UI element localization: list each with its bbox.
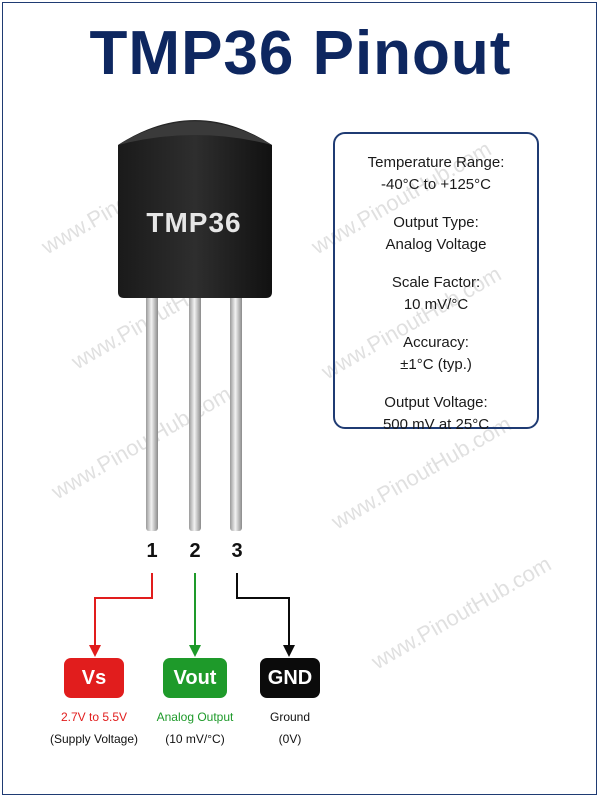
pin-3-badge: GND [260,658,320,698]
pin-3-desc: Ground [269,710,311,724]
pin-2-arrow [189,645,201,657]
spec-value: -40°C to +125°C [381,176,491,193]
pin-3-arrow [283,645,295,657]
chip-label: TMP36 [146,207,242,238]
pin-1-arrow [89,645,101,657]
spec-label: Accuracy: [403,334,469,351]
spec-value: Analog Voltage [385,236,487,253]
pin-2-badge: Vout [163,658,227,698]
pin-1-number: 1 [146,540,158,562]
pin-3-note: (0V) [278,732,302,746]
chip-top [118,121,272,145]
pin-3-number: 3 [231,540,243,562]
pin-1-note: (Supply Voltage) [49,732,139,746]
spec-temperature-range: Temperature Range: -40°C to +125°C [341,152,531,196]
spec-label: Temperature Range: [367,154,505,171]
spec-accuracy: Accuracy: ±1°C (typ.) [341,332,531,376]
pin-2-lead [189,295,201,531]
spec-output-voltage: Output Voltage: 500 mV at 25°C [341,392,531,436]
spec-output-type: Output Type: Analog Voltage [341,212,531,256]
spec-label: Output Voltage: [384,394,488,411]
pin-2-desc: Analog Output [156,710,234,724]
spec-box: Temperature Range: -40°C to +125°C Outpu… [333,132,539,433]
pin-3-lead [230,295,242,531]
pin-2-number: 2 [189,540,201,562]
chip-body [118,120,272,298]
page-title: TMP36 Pinout [89,19,512,88]
spec-scale-factor: Scale Factor: 10 mV/°C [341,272,531,316]
spec-label: Scale Factor: [391,274,481,291]
spec-value: 500 mV at 25°C [382,416,490,433]
pin-1-lead [146,295,158,531]
pin-2-note: (10 mV/°C) [165,732,225,746]
pin-3-connector [236,573,290,650]
pin-1-badge: Vs [64,658,124,698]
pin-1-desc: 2.7V to 5.5V [60,710,128,724]
pin-1-connector [94,573,153,650]
spec-value: 10 mV/°C [403,296,469,313]
spec-value: ±1°C (typ.) [400,356,472,373]
spec-label: Output Type: [393,214,479,231]
